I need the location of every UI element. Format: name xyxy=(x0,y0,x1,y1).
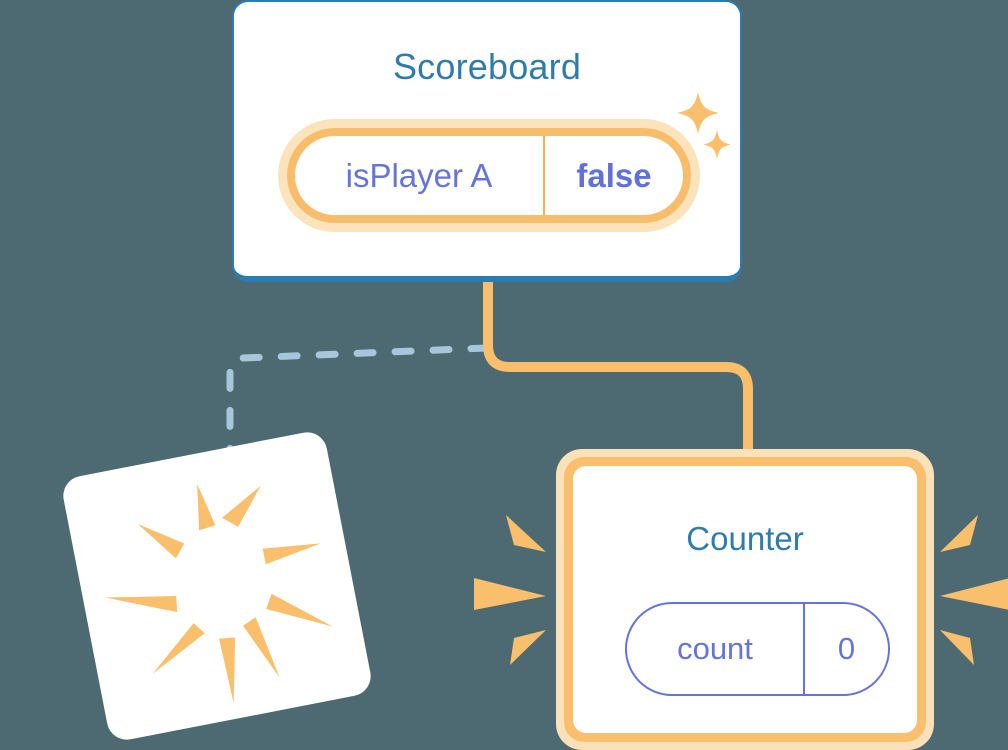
counter-card[interactable]: Counter count 0 xyxy=(556,449,934,750)
counter-card-highlight-ring: Counter count 0 xyxy=(564,457,926,742)
counter-title: Counter xyxy=(686,520,804,557)
scoreboard-title: Scoreboard xyxy=(392,46,582,87)
scoreboard-state-key: isPlayer A xyxy=(345,156,493,194)
scoreboard-pill-divider xyxy=(543,136,545,215)
scoreboard-state-pill-face: isPlayer A false xyxy=(295,136,683,215)
counter-card-face: Counter count 0 xyxy=(573,466,917,733)
sparkle-large-icon xyxy=(677,92,719,134)
sparkle-icon-group xyxy=(677,92,731,159)
sparkle-small-icon xyxy=(703,130,731,159)
burst-rays-icon xyxy=(105,483,333,703)
scoreboard-state-pill-ring: isPlayer A false xyxy=(287,128,691,223)
counter-state-value: 0 xyxy=(837,631,856,666)
scoreboard-card[interactable]: Scoreboard isPlayer A false xyxy=(232,0,742,282)
scoreboard-state-pill[interactable]: isPlayer A false xyxy=(278,119,700,232)
orange-connector-path xyxy=(483,282,753,470)
scoreboard-state-value: false xyxy=(576,156,652,194)
counter-rays-right-icon xyxy=(940,515,1008,665)
counter-state-key: count xyxy=(677,631,753,666)
counter-rays-left-icon xyxy=(474,515,546,665)
counter-state-pill[interactable]: count 0 xyxy=(625,602,890,696)
burst-card[interactable] xyxy=(59,428,375,744)
counter-pill-divider xyxy=(803,604,805,694)
